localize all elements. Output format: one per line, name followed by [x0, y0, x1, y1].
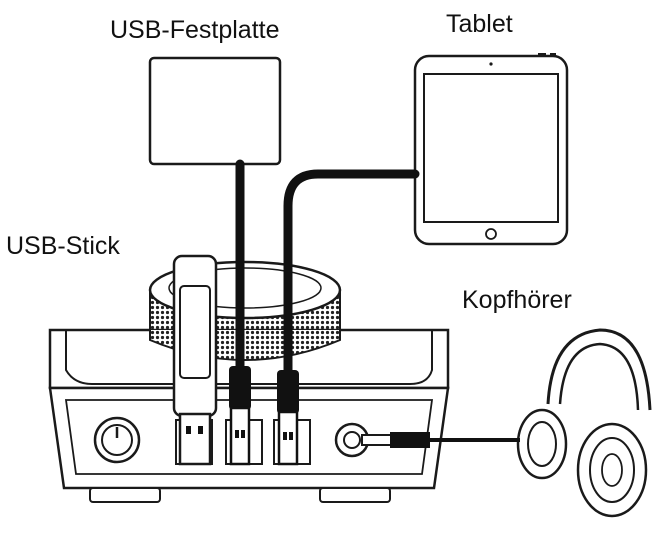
usb-cable-tablet — [277, 169, 420, 466]
usb-cable-hard-drive — [229, 159, 251, 466]
usb-hard-drive — [148, 56, 282, 166]
headphone-cable — [361, 432, 520, 448]
usb-stick-label: USB-Stick — [6, 232, 120, 260]
usb-stick-device — [172, 254, 218, 466]
headphones-device — [516, 328, 652, 518]
usb-hard-drive-label: USB-Festplatte — [110, 16, 280, 44]
tablet-label: Tablet — [446, 10, 513, 38]
tablet-device — [413, 53, 569, 246]
headphones-label: Kopfhörer — [462, 286, 572, 314]
